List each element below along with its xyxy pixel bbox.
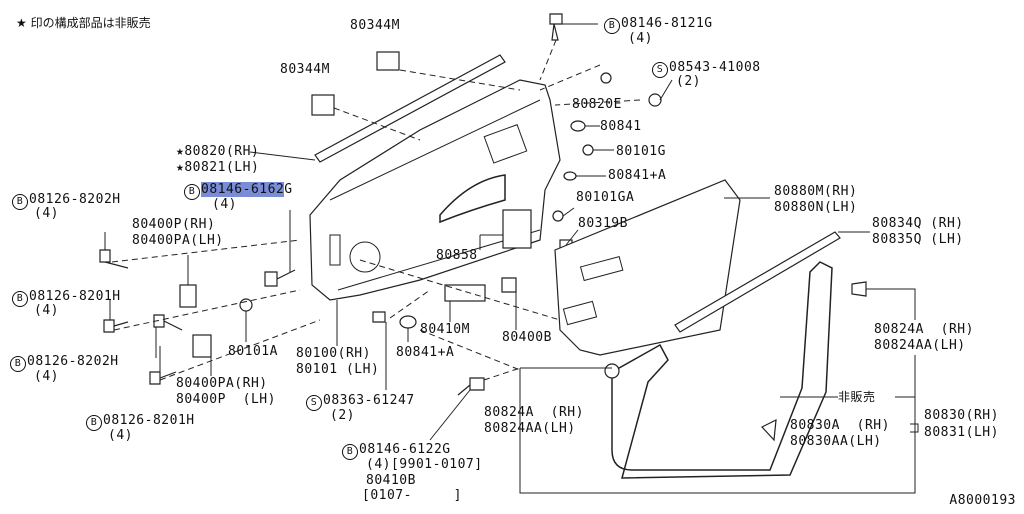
grommet-80841a-l — [399, 315, 417, 329]
qty-08363-61247: (2) — [330, 408, 355, 423]
label-80821-lh: ★80821(LH) — [176, 160, 260, 175]
label-80824aa-lh-bottom: 80824AA(LH) — [484, 421, 576, 436]
screw-08363 — [372, 311, 386, 323]
clip-80344m-top — [376, 51, 400, 71]
label-80400pa-rh: 80400PA(RH) — [176, 376, 268, 391]
clip-80824a-right — [851, 281, 867, 297]
clip-80101ga — [552, 210, 564, 222]
qty-08126-8202h-top: (4) — [34, 206, 59, 221]
grommet-80841 — [570, 120, 586, 132]
bolt-08126-8202h-b — [153, 314, 183, 331]
qty-08126-8201h-a: (4) — [34, 303, 59, 318]
label-80319b: 80319B — [578, 216, 628, 231]
label-80410m: 80410M — [420, 322, 470, 337]
b-marker: B — [184, 184, 200, 200]
qty-08543-41008: (2) — [676, 74, 701, 89]
clip-80101g — [582, 144, 594, 156]
label-80830-rh: 80830(RH) — [924, 408, 999, 423]
door-seal — [611, 261, 833, 479]
label-80830a-rh: 80830A (RH) — [790, 418, 890, 433]
b-marker: B — [10, 356, 26, 372]
label-80841a-left: 80841+A — [396, 345, 455, 360]
qty-08146-8121g: (4) — [628, 31, 653, 46]
hinge-80400pa — [192, 334, 212, 358]
label-80400pa-lh: 80400PA(LH) — [132, 233, 224, 248]
label-80101a: 80101A — [228, 344, 278, 359]
label-not-for-sale: 非販売 — [838, 390, 876, 404]
bolt-08126-8201h-a — [103, 319, 129, 333]
s-marker: S — [306, 395, 322, 411]
label-80410b: 80410B — [366, 473, 416, 488]
qty-08126-8201h-b: (4) — [108, 428, 133, 443]
bolt-08146-6162g — [264, 269, 296, 287]
qty-08146-6162g: (4) — [212, 197, 237, 212]
diagram-code: A8000193 — [949, 493, 1016, 508]
bolt-08126-8202h-top — [99, 249, 129, 269]
label-80841a-right: 80841+A — [608, 168, 667, 183]
label-80841: 80841 — [600, 119, 642, 134]
label-80824a-rh-right: 80824A (RH) — [874, 322, 974, 337]
label-80824aa-lh-right: 80824AA(LH) — [874, 338, 966, 353]
label-80824a-rh-bottom: 80824A (RH) — [484, 405, 584, 420]
range-80410b: [0107- ] — [362, 488, 462, 503]
label-80101g: 80101G — [616, 144, 666, 159]
label-80820-rh: ★80820(RH) — [176, 144, 260, 159]
bolt-08146-6122g — [457, 377, 485, 396]
highlighted-part-number[interactable]: 08146-6162 — [201, 182, 285, 197]
label-80400p-rh: 80400P(RH) — [132, 217, 216, 232]
b-marker: B — [12, 194, 28, 210]
qty-08146-6122g: (4)[9901-0107] — [366, 457, 483, 472]
b-marker: B — [604, 18, 620, 34]
bolt-08126-8201h-b — [149, 371, 177, 385]
label-80100-rh: 80100(RH) — [296, 346, 371, 361]
hinge-80410m — [444, 284, 486, 302]
clip-80830a — [761, 418, 777, 442]
label-80835q-lh: 80835Q (LH) — [872, 232, 964, 247]
bolt-top — [549, 13, 563, 41]
bracket-80858 — [502, 209, 532, 249]
label-80344m-top: 80344M — [350, 18, 400, 33]
label-80101-lh: 80101 (LH) — [296, 362, 380, 377]
label-80880n-lh: 80880N(LH) — [774, 200, 858, 215]
bolt-80400b — [501, 277, 517, 293]
grommet-80841a — [563, 171, 577, 181]
glass-run-strip — [314, 54, 506, 163]
clip-80824a-bottom — [604, 363, 620, 379]
b-marker: B — [86, 415, 102, 431]
s-marker: S — [652, 62, 668, 78]
qty-08126-8202h-b: (4) — [34, 369, 59, 384]
b-marker: B — [342, 444, 358, 460]
label-80830aa-lh: 80830AA(LH) — [790, 434, 882, 449]
door-trim — [554, 179, 741, 356]
washer-80101a — [239, 298, 253, 312]
label-80344m-left: 80344M — [280, 62, 330, 77]
label-80101ga: 80101GA — [576, 190, 635, 205]
nut-80820e — [600, 72, 612, 84]
label-80834q-rh: 80834Q (RH) — [872, 216, 964, 231]
note-non-sale: ★ 印の構成部品は非販売 — [16, 16, 151, 30]
weatherstrip-80834q — [674, 231, 841, 333]
label-80880m-rh: 80880M(RH) — [774, 184, 858, 199]
label-80831-lh: 80831(LH) — [924, 425, 999, 440]
hinge-80400p — [179, 284, 197, 308]
clip-80344m-left — [311, 94, 335, 116]
label-80858: 80858 — [436, 248, 478, 263]
door-inner-panel — [309, 79, 561, 301]
label-80400p-lh: 80400P (LH) — [176, 392, 276, 407]
label-80400b: 80400B — [502, 330, 552, 345]
screw-08543 — [648, 93, 662, 107]
b-marker: B — [12, 291, 28, 307]
label-80820e: 80820E — [572, 97, 622, 112]
